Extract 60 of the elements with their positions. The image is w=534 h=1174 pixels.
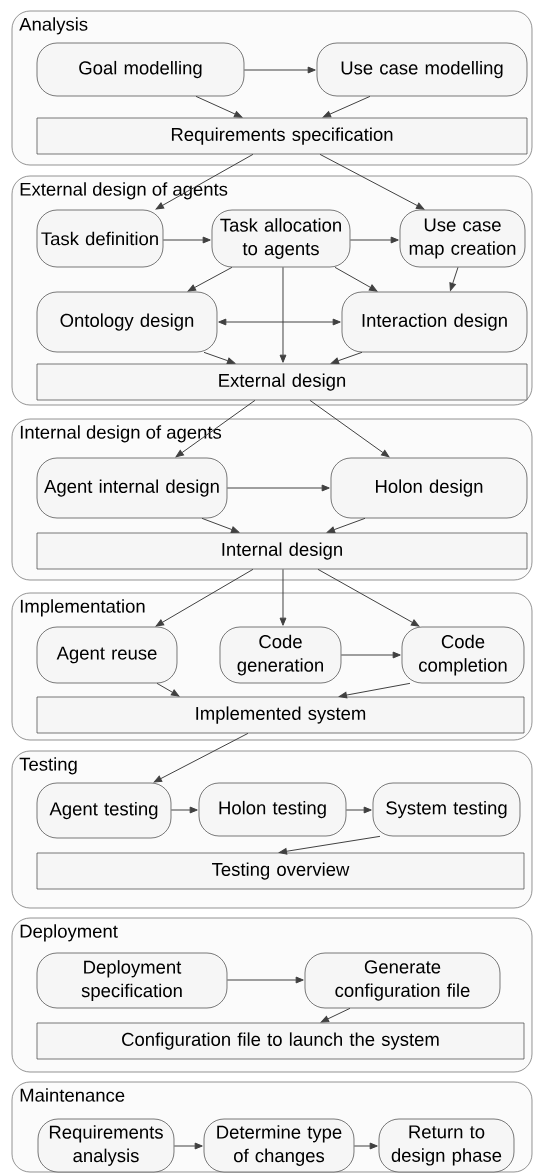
process-box: Holon design bbox=[330, 457, 528, 519]
output-box: Testing overview bbox=[36, 852, 525, 890]
process-box: Task definition bbox=[36, 209, 164, 268]
output-box: External design bbox=[36, 363, 528, 401]
arrow bbox=[175, 399, 256, 458]
process-box: Goal modelling bbox=[36, 42, 245, 97]
output-box: Internal design bbox=[36, 532, 528, 570]
process-box: Determine type of changes bbox=[203, 1118, 355, 1173]
arrow bbox=[155, 568, 254, 627]
output-box: Configuration file to launch the system bbox=[36, 1022, 525, 1060]
arrow bbox=[278, 835, 381, 855]
arrow bbox=[243, 66, 316, 74]
process-box: Generate configuration file bbox=[304, 952, 501, 1009]
process-box: Holon testing bbox=[198, 782, 347, 837]
arrow bbox=[226, 484, 330, 492]
arrow bbox=[162, 236, 211, 244]
process-box: Task allocation to agents bbox=[211, 209, 351, 268]
phase-title: Deployment bbox=[20, 924, 118, 942]
phase-title: Testing bbox=[19, 757, 77, 775]
process-box: Use case modelling bbox=[316, 42, 528, 97]
arrow bbox=[195, 95, 243, 118]
arrow bbox=[334, 266, 378, 292]
process-box: Interaction design bbox=[341, 291, 528, 353]
process-box: System testing bbox=[372, 782, 521, 837]
process-box: Return to design phase bbox=[378, 1118, 515, 1173]
arrow bbox=[349, 236, 399, 244]
phase-title: Internal design of agents bbox=[20, 425, 222, 443]
output-box: Requirements specification bbox=[36, 117, 528, 155]
arrow bbox=[203, 351, 236, 365]
arrow bbox=[170, 806, 198, 814]
arrow bbox=[320, 1007, 351, 1023]
phase-title: Implementation bbox=[20, 599, 145, 617]
arrow bbox=[153, 732, 249, 783]
arrow bbox=[330, 351, 363, 365]
arrow bbox=[173, 1142, 203, 1150]
arrow bbox=[449, 266, 459, 291]
process-box: Agent internal design bbox=[36, 457, 228, 519]
process-box: Ontology design bbox=[36, 291, 218, 353]
arrow bbox=[322, 95, 371, 118]
output-box: Implemented system bbox=[36, 696, 525, 734]
arrow bbox=[345, 806, 372, 814]
arrow bbox=[218, 318, 341, 326]
arrow bbox=[226, 976, 304, 984]
process-box: Code completion bbox=[401, 626, 525, 684]
process-box: Deployment specification bbox=[36, 952, 228, 1009]
arrow bbox=[340, 651, 401, 659]
process-box: Agent testing bbox=[36, 782, 172, 839]
arrow bbox=[279, 266, 287, 363]
process-box: Code generation bbox=[219, 626, 342, 684]
phase-title: Maintenance bbox=[20, 1088, 125, 1102]
process-box: Requirements analysis bbox=[37, 1118, 175, 1173]
arrow bbox=[279, 568, 287, 626]
arrow bbox=[353, 1142, 378, 1150]
arrow bbox=[187, 266, 233, 292]
arrow bbox=[309, 399, 390, 458]
process-box: Use case map creation bbox=[399, 209, 526, 268]
arrow bbox=[156, 682, 180, 697]
process-box: Agent reuse bbox=[36, 626, 178, 684]
arrow bbox=[317, 568, 420, 627]
phase-title: Analysis bbox=[19, 17, 88, 35]
